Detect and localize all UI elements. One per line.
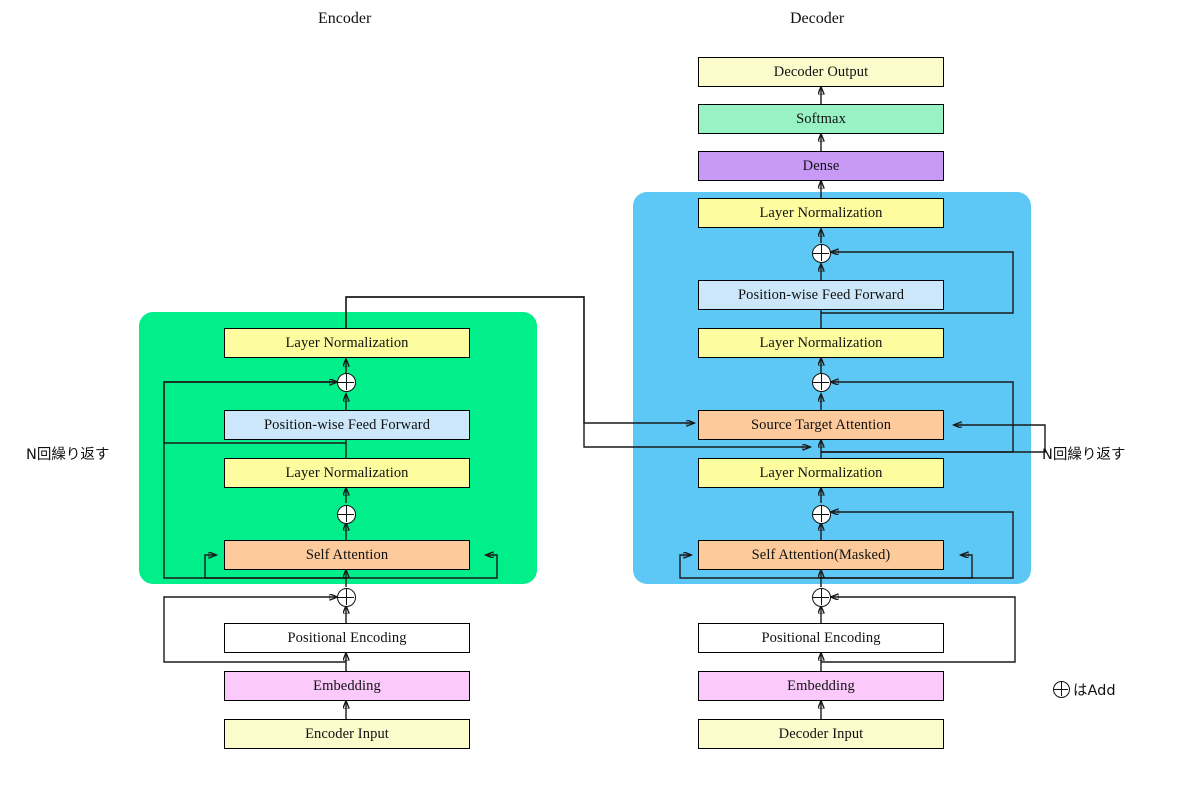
block-enc-positional-encoding[interactable]: Positional Encoding — [224, 623, 470, 653]
block-dec-feed-forward[interactable]: Position-wise Feed Forward — [698, 280, 944, 310]
block-dec-dense[interactable]: Dense — [698, 151, 944, 181]
block-dec-self-attention-masked[interactable]: Self Attention(Masked) — [698, 540, 944, 570]
block-dec-layer-norm-mid[interactable]: Layer Normalization — [698, 328, 944, 358]
decoder-title: Decoder — [790, 10, 845, 27]
block-dec-embedding[interactable]: Embedding — [698, 671, 944, 701]
legend-add-text: はAdd — [1073, 683, 1116, 699]
block-dec-softmax[interactable]: Softmax — [698, 104, 944, 134]
encoder-add-icon-feed-forward — [337, 373, 356, 392]
block-enc-feed-forward[interactable]: Position-wise Feed Forward — [224, 410, 470, 440]
decoder-add-icon-self-attn — [812, 505, 831, 524]
encoder-add-icon-embedding — [337, 588, 356, 607]
block-dec-cross-attention[interactable]: Source Target Attention — [698, 410, 944, 440]
decoder-repeat-panel — [633, 192, 1031, 584]
legend-add: はAdd — [1053, 679, 1116, 700]
block-enc-layer-norm-top[interactable]: Layer Normalization — [224, 328, 470, 358]
encoder-repeat-label: N回繰り返す — [26, 447, 110, 463]
plus-circle-icon — [1053, 681, 1070, 698]
decoder-repeat-label: N回繰り返す — [1042, 447, 1126, 463]
block-enc-layer-norm-bottom[interactable]: Layer Normalization — [224, 458, 470, 488]
block-dec-positional-encoding[interactable]: Positional Encoding — [698, 623, 944, 653]
block-enc-input[interactable]: Encoder Input — [224, 719, 470, 749]
block-dec-input[interactable]: Decoder Input — [698, 719, 944, 749]
block-enc-self-attention[interactable]: Self Attention — [224, 540, 470, 570]
decoder-add-icon-cross-attn — [812, 373, 831, 392]
block-dec-output[interactable]: Decoder Output — [698, 57, 944, 87]
decoder-add-icon-embedding — [812, 588, 831, 607]
block-dec-layer-norm-top[interactable]: Layer Normalization — [698, 198, 944, 228]
block-enc-embedding[interactable]: Embedding — [224, 671, 470, 701]
encoder-add-icon-self-attn — [337, 505, 356, 524]
encoder-title: Encoder — [318, 10, 372, 27]
decoder-add-icon-feed-forward — [812, 244, 831, 263]
block-dec-layer-norm-bottom[interactable]: Layer Normalization — [698, 458, 944, 488]
